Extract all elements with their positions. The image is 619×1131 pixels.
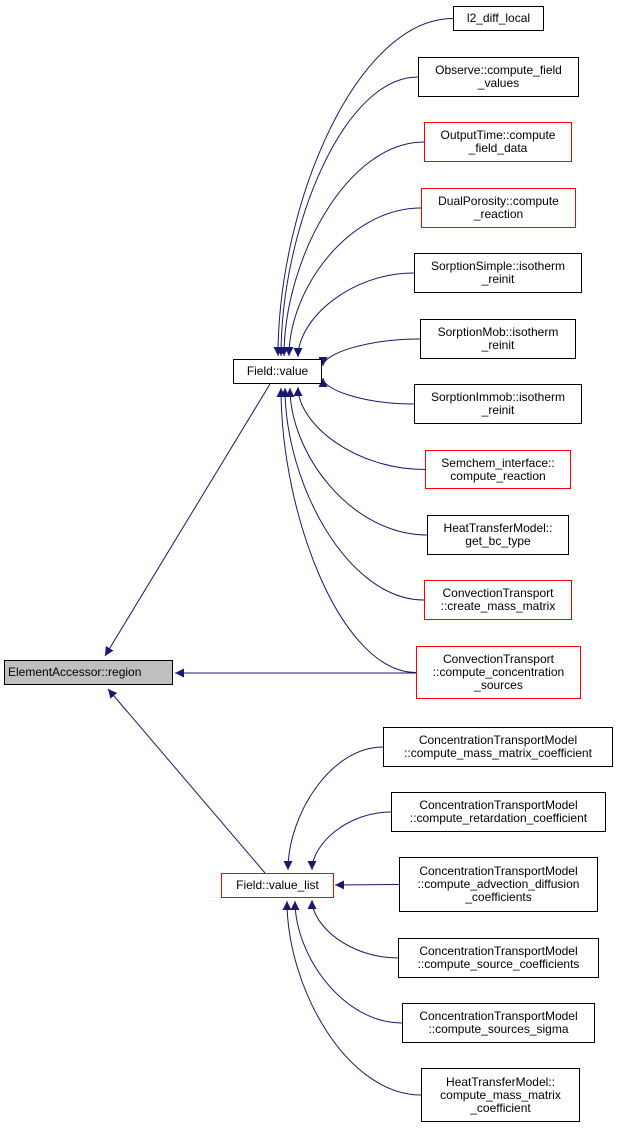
node-ctm-compute-source-coefficients[interactable]: ConcentrationTransportModel ::compute_so… (398, 938, 599, 978)
edge-field-value-to-root (104, 383, 271, 657)
node-l2-diff-local[interactable]: l2_diff_local (453, 6, 544, 31)
edge-heattransfer-get-bc-type-to-field-value (285, 387, 428, 536)
node-field-value[interactable]: Field::value (233, 359, 322, 384)
edge-ctm-compute-sources-sigma-to-field-value-list (290, 900, 403, 1024)
edge-field-value-list-to-root (107, 688, 266, 874)
edge-ctm-compute-mass-matrix-coefficient-to-field-value-list (283, 746, 384, 871)
node-ctm-compute-mass-matrix-coefficient[interactable]: ConcentrationTransportModel ::compute_ma… (383, 727, 613, 767)
node-ctm-compute-advection-diffusion-coefficients[interactable]: ConcentrationTransportModel ::compute_ad… (399, 857, 598, 912)
node-ctm-compute-sources-sigma[interactable]: ConcentrationTransportModel ::compute_so… (402, 1003, 595, 1043)
edge-semchem-compute-reaction-to-field-value (293, 386, 426, 470)
node-heattransfer-get-bc-type[interactable]: HeatTransferModel:: get_bc_type (427, 515, 569, 555)
edge-ctm-compute-advection-diffusion-coefficients-to-field-value-list (334, 880, 400, 890)
node-sorptionimmob-isotherm-reinit[interactable]: SorptionImmob::isotherm _reinit (414, 384, 582, 424)
node-observe-compute-field-values[interactable]: Observe::compute_field _values (418, 57, 579, 97)
edge-convection-compute-concentration-sources-to-field-value (276, 387, 417, 673)
edge-l2-diff-local-to-field-value (273, 18, 454, 357)
edge-sorptionmob-isotherm-reinit-to-field-value (318, 338, 421, 367)
node-outputtime-compute-field-data[interactable]: OutputTime::compute _field_data (424, 122, 572, 162)
edge-heattransfer-compute-mass-matrix-coefficient-to-field-value-list (282, 900, 422, 1096)
node-heattransfer-compute-mass-matrix-coefficient[interactable]: HeatTransferModel:: compute_mass_matrix … (421, 1068, 580, 1122)
node-sorptionmob-isotherm-reinit[interactable]: SorptionMob::isotherm _reinit (420, 319, 576, 359)
edge-sorptionsimple-isotherm-reinit-to-field-value (293, 272, 415, 358)
node-dualporosity-compute-reaction[interactable]: DualPorosity::compute _reaction (421, 188, 576, 228)
node-ctm-compute-retardation-coefficient[interactable]: ConcentrationTransportModel ::compute_re… (391, 792, 606, 832)
edge-sorptionimmob-isotherm-reinit-to-field-value (318, 377, 415, 405)
edge-ctm-compute-source-coefficients-to-field-value-list (307, 899, 399, 959)
edge-observe-compute-field-values-to-field-value (276, 76, 419, 357)
node-convection-compute-concentration-sources[interactable]: ConvectionTransport ::compute_concentrat… (416, 646, 581, 699)
edge-convection-create-mass-matrix-to-field-value (280, 387, 425, 601)
edge-ctm-compute-retardation-coefficient-to-field-value-list (307, 811, 392, 871)
node-root[interactable]: ElementAccessor::region (4, 660, 173, 685)
node-semchem-compute-reaction[interactable]: Semchem_interface:: compute_reaction (425, 450, 571, 489)
node-field-value-list[interactable]: Field::value_list (221, 873, 334, 898)
node-sorptionsimple-isotherm-reinit[interactable]: SorptionSimple::isotherm _reinit (414, 253, 582, 293)
edge-outputtime-compute-field-data-to-field-value (279, 141, 425, 357)
edge-dualporosity-compute-reaction-to-field-value (284, 207, 422, 357)
node-convection-create-mass-matrix[interactable]: ConvectionTransport ::create_mass_matrix (424, 580, 572, 620)
